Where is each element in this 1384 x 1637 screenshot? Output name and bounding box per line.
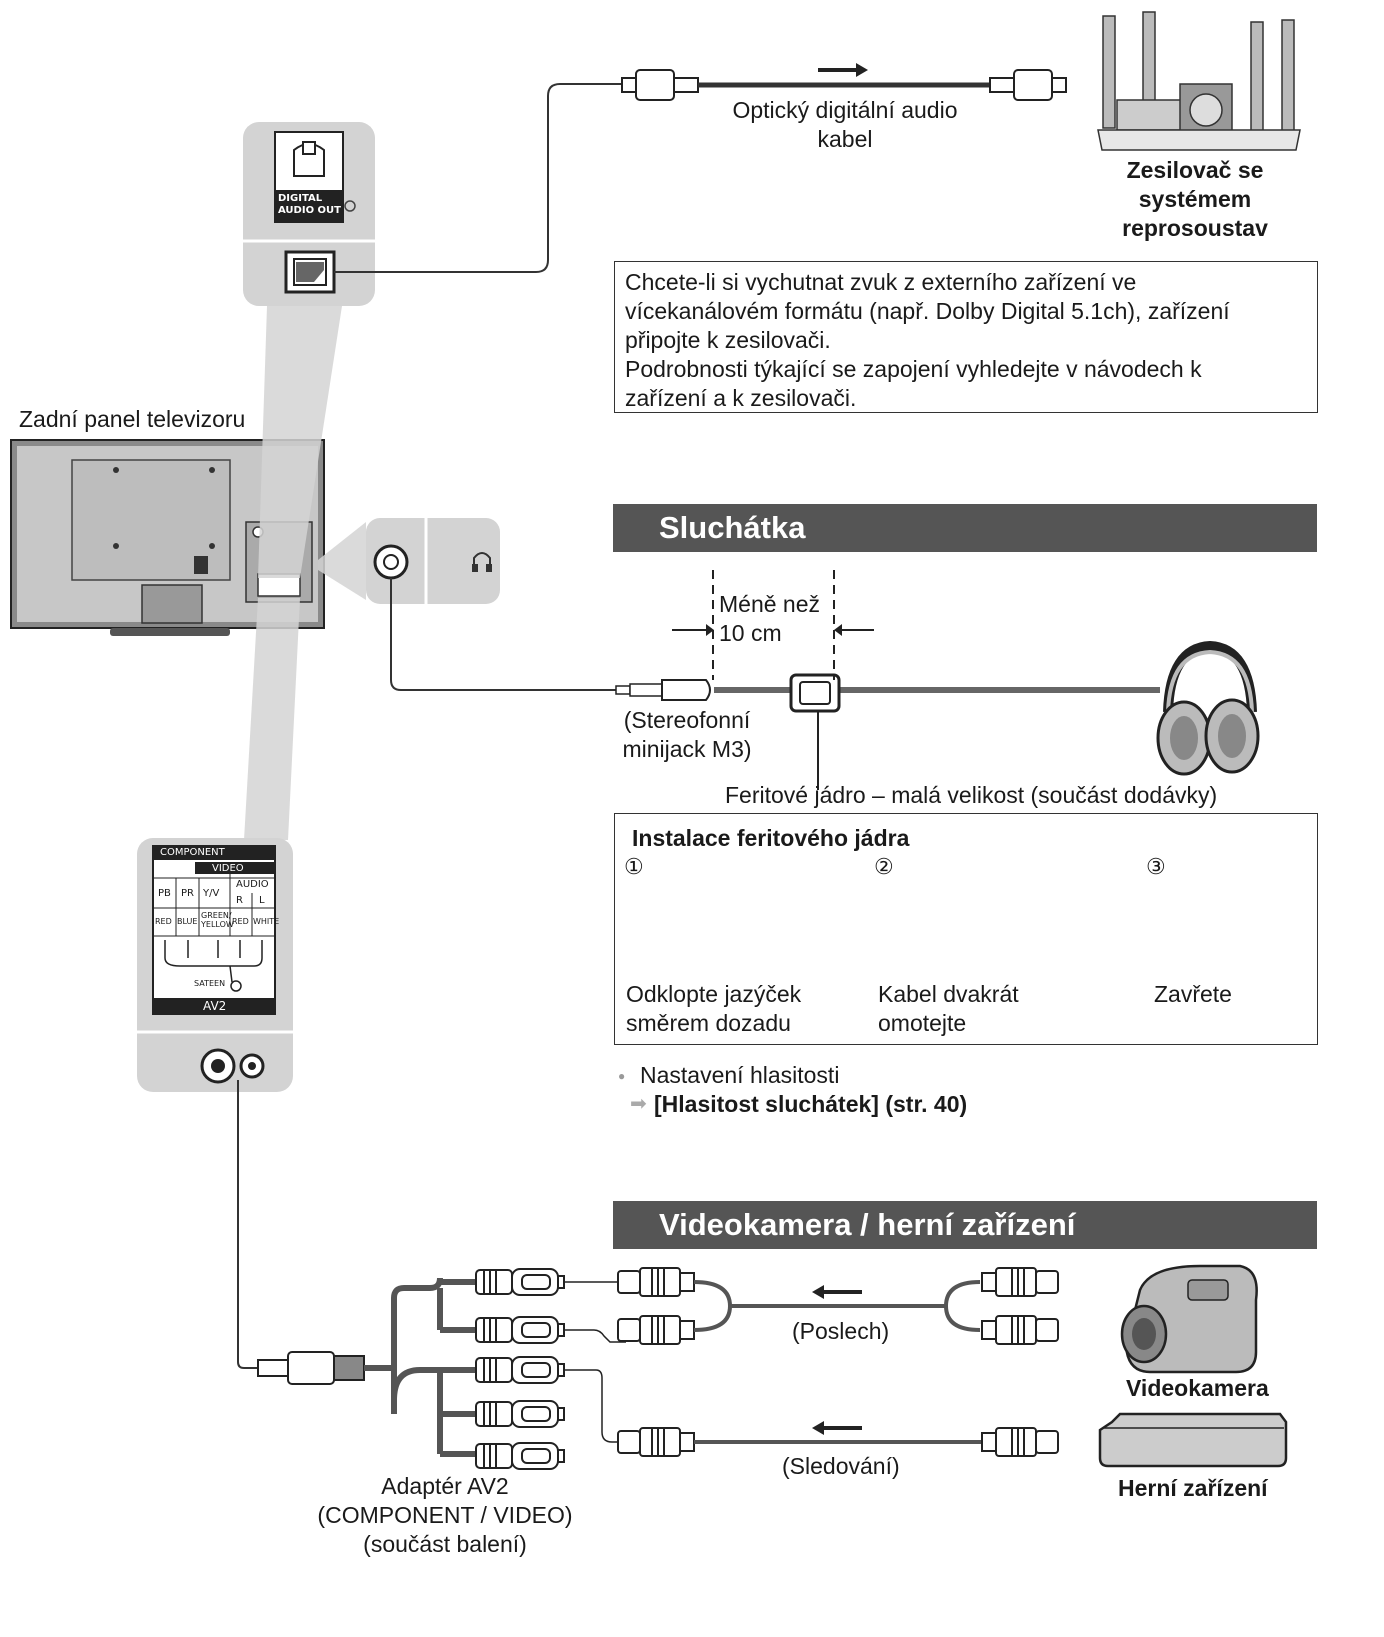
ferrite-label: Feritové jádro – malá velikost (součást … bbox=[725, 782, 1218, 808]
watch-label: (Sledování) bbox=[782, 1453, 900, 1479]
amplifier-label: Zesilovač se systémem reprosoustav bbox=[1122, 157, 1268, 241]
tv-panel-label: Zadní panel televizoru bbox=[19, 406, 246, 432]
amplifier-note: Chcete-li si vychutnat zvuk z externího … bbox=[614, 261, 1318, 413]
arrow-left-icon bbox=[812, 1285, 862, 1299]
av2-red-label: RED bbox=[155, 917, 172, 926]
headphones-icon bbox=[1156, 640, 1260, 776]
projection-optical bbox=[258, 306, 342, 578]
minijack-label: (Stereofonní minijack M3) bbox=[622, 707, 752, 762]
speaker-system-icon bbox=[1097, 11, 1301, 151]
note-text: zařízení a k zesilovači. bbox=[625, 385, 857, 411]
optical-plug-left bbox=[621, 69, 699, 101]
av2-green-label: GREEN/ YELLOW bbox=[201, 911, 234, 929]
game-console-label: Herní zařízení bbox=[1118, 1475, 1268, 1501]
optical-cable bbox=[334, 83, 622, 273]
minijack-plug bbox=[615, 679, 711, 701]
digital-audio-out-label: DIGITAL AUDIO OUT bbox=[278, 193, 341, 216]
listen-label: (Poslech) bbox=[792, 1318, 890, 1344]
step2-text: Kabel dvakrát omotejte bbox=[878, 981, 1019, 1036]
camcorder-icon bbox=[1120, 1264, 1258, 1374]
step2-number: ② bbox=[874, 854, 894, 879]
section-heading-headphones: Sluchátka bbox=[613, 504, 1317, 552]
note-text: vícekanálovém formátu (např. Dolby Digit… bbox=[625, 298, 1230, 324]
volume-label: Nastavení hlasitosti bbox=[640, 1062, 840, 1088]
optical-port-panel bbox=[243, 122, 375, 306]
headphone-cable bbox=[390, 578, 616, 691]
note-text: připojte k zesilovači. bbox=[625, 327, 831, 353]
av2-sateen-label: SATEEN bbox=[194, 979, 226, 988]
av2-l-label: L bbox=[259, 895, 265, 906]
ferrite-install-box bbox=[614, 813, 1318, 1045]
projection-av2 bbox=[244, 598, 300, 840]
av2-video-label: VIDEO bbox=[212, 863, 244, 874]
av2-cable bbox=[237, 1080, 262, 1369]
ferrite-core-icon bbox=[789, 673, 841, 790]
arrow-link-icon: ➡ bbox=[630, 1093, 647, 1115]
volume-reference-link[interactable]: [Hlasitost sluchátek] (str. 40) bbox=[654, 1091, 968, 1117]
camcorder-label: Videokamera bbox=[1126, 1375, 1269, 1401]
av2-component-label: COMPONENT bbox=[160, 847, 225, 858]
note-text: Podrobnosti týkající se zapojení vyhlede… bbox=[625, 356, 1202, 382]
step3-number: ③ bbox=[1146, 854, 1166, 879]
watch-cable bbox=[617, 1427, 1059, 1457]
step3-text: Zavřete bbox=[1154, 981, 1232, 1007]
av2-yv-label: Y/V bbox=[203, 888, 220, 899]
av2-pb-label: PB bbox=[158, 888, 171, 899]
av2-white-label: WHITE bbox=[253, 917, 280, 926]
av2-blue-label: BLUE bbox=[177, 917, 198, 926]
av2-audio-label: AUDIO bbox=[236, 879, 269, 890]
ferrite-install-title: Instalace feritového jádra bbox=[632, 825, 910, 851]
optical-cable-label: Optický digitální audio kabel bbox=[732, 97, 958, 152]
projection-headphone bbox=[318, 522, 366, 600]
av2-adapter bbox=[257, 1277, 476, 1457]
step1-text: Odklopte jazýček směrem dozadu bbox=[626, 981, 802, 1036]
section-heading-camera-game: Videokamera / herní zařízení bbox=[613, 1201, 1317, 1249]
game-console-icon bbox=[1098, 1412, 1288, 1468]
distance-marker bbox=[672, 570, 874, 680]
av2-port-panel bbox=[137, 838, 293, 1092]
av2-pr-label: PR bbox=[181, 888, 194, 899]
distance-label: Méně než 10 cm bbox=[719, 591, 821, 646]
note-text: Chcete-li si vychutnat zvuk z externího … bbox=[625, 269, 1137, 295]
av2-label: AV2 bbox=[203, 999, 227, 1013]
av2-red2-label: RED bbox=[232, 917, 249, 926]
adapter-label: Adaptér AV2 (COMPONENT / VIDEO) (součást… bbox=[317, 1473, 573, 1557]
listen-cable bbox=[617, 1267, 1059, 1345]
bullet-icon: ● bbox=[618, 1069, 626, 1083]
headphone-port-panel bbox=[366, 518, 500, 604]
step1-number: ① bbox=[624, 854, 644, 879]
av2-r-label: R bbox=[236, 895, 243, 906]
arrow-right-icon bbox=[818, 63, 868, 77]
optical-plug-right bbox=[989, 69, 1067, 101]
arrow-left-icon bbox=[812, 1421, 862, 1435]
